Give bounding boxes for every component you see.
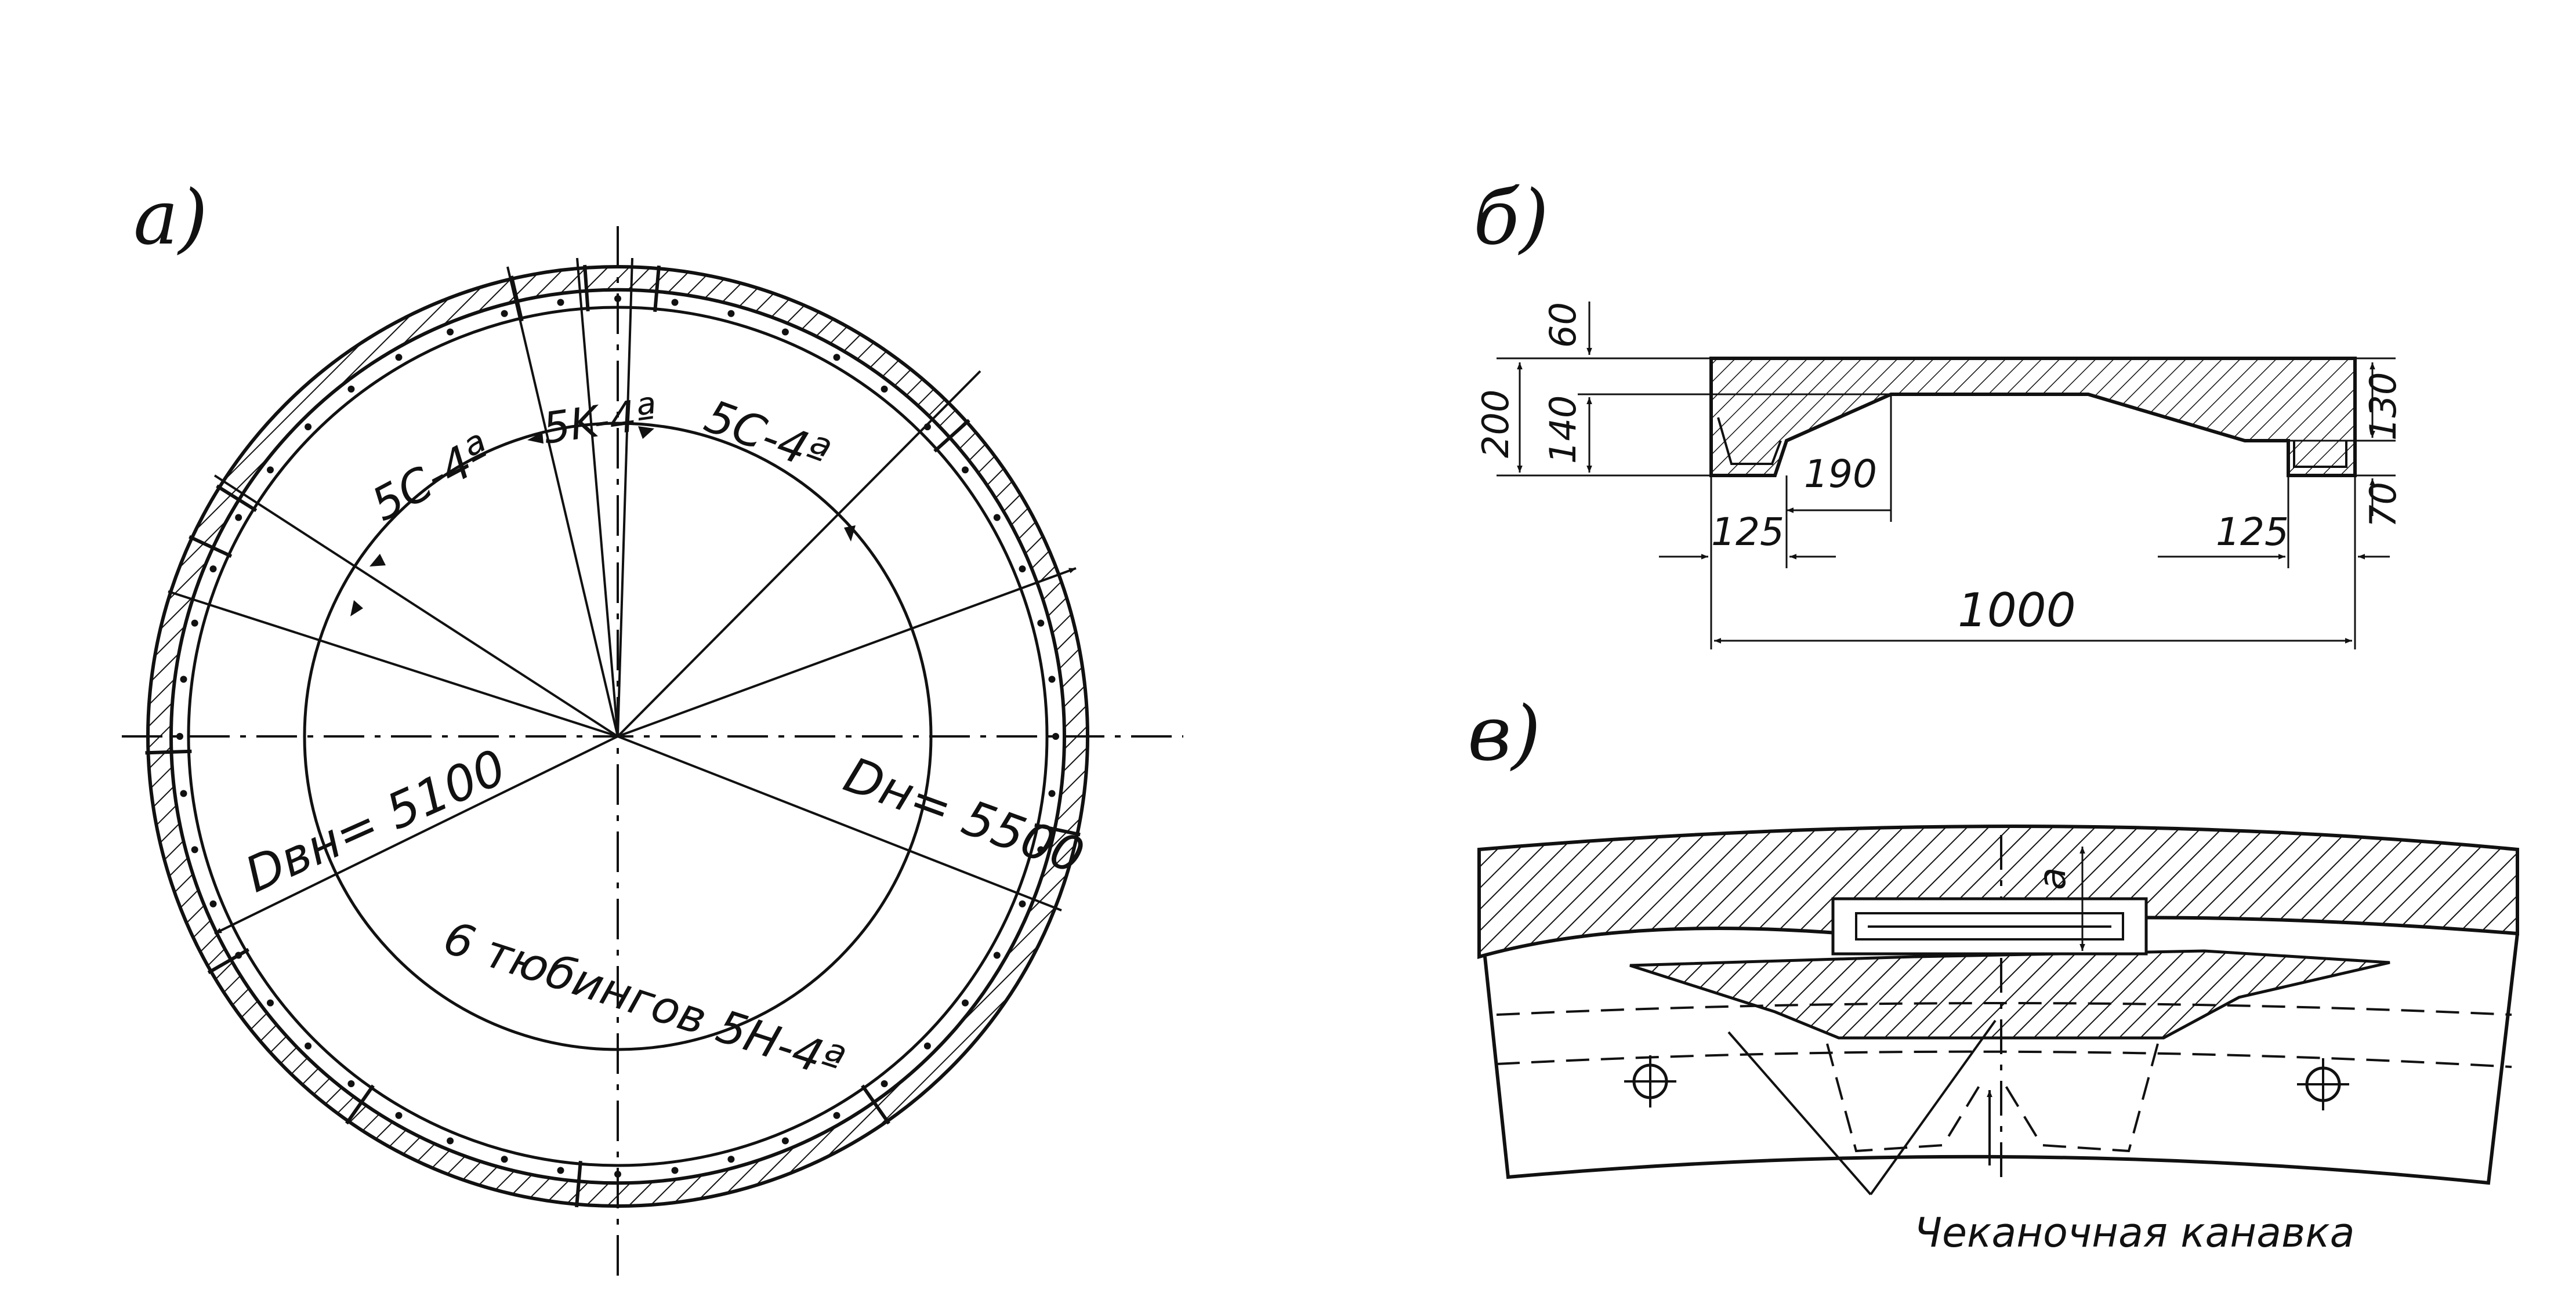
rib-left-detail	[1717, 417, 1782, 465]
caption-leaders	[1727, 1019, 1997, 1196]
ring-bolt-hole	[447, 1137, 454, 1145]
ring-bolt-hole	[267, 999, 274, 1007]
ring-segment-joint	[145, 749, 192, 755]
dim-60: 60	[1542, 302, 1584, 348]
dim-140: 140	[1542, 395, 1584, 464]
ring-bolt-hole	[305, 423, 312, 431]
ring-bolt-hole	[833, 354, 840, 361]
ring-bolt-hole	[923, 1042, 931, 1050]
ring-segment-joint	[207, 947, 249, 975]
ring-bolt-hole	[833, 1112, 840, 1119]
ring-bolt-hole	[1052, 733, 1059, 740]
ring-bolt-hole	[727, 1156, 735, 1163]
ring-bolt-hole	[1037, 619, 1045, 627]
ring-bolt-hole	[267, 466, 274, 474]
segment-arc-circle	[303, 422, 933, 1051]
ring-bolt-hole	[727, 310, 735, 317]
panel-c-label: в)	[1468, 689, 1541, 778]
ring-bolt-hole	[781, 328, 789, 336]
segment-arc-arrows	[350, 426, 856, 616]
ring-bolt-hole	[176, 733, 183, 740]
dim-1000: 1000	[1958, 583, 2076, 637]
panel-b-cross-section: б) 60	[1473, 173, 2404, 649]
ring-bolt-hole	[1048, 790, 1056, 797]
joint-dashed-groove	[1826, 1043, 2159, 1153]
ring-bolt-hole	[781, 1137, 789, 1145]
segment-radial-lines	[168, 257, 1077, 935]
ring-bolt-hole	[993, 514, 1001, 521]
section-dimension-lines	[1497, 302, 2396, 649]
ring-bolt-hole	[501, 1156, 508, 1163]
ring-bolt-hole	[1019, 565, 1026, 573]
segment-label-key: 5K-4ª	[540, 388, 660, 454]
ring-segment-joint	[345, 1084, 375, 1125]
joint-rib-hatched	[1629, 949, 2390, 1040]
panel-a-label: а)	[133, 173, 208, 262]
ring-bolt-hole	[881, 1080, 888, 1087]
ring-bolt-hole	[962, 466, 969, 474]
ring-bolt-hole	[671, 1167, 679, 1174]
rib-right-detail	[2293, 441, 2347, 468]
ring-segment-joint	[1034, 823, 1081, 837]
bolt-hole-right	[2297, 1058, 2349, 1110]
inner-diameter-label: Dвн= 5100	[237, 739, 514, 904]
ring-bolt-hole	[209, 900, 217, 907]
dim-190: 190	[1804, 452, 1877, 496]
ring-bolt-hole	[395, 354, 403, 361]
ring-bolt-hole	[671, 299, 679, 306]
dim-200: 200	[1474, 390, 1517, 458]
ring-segment-joint	[575, 1160, 582, 1208]
ring-bolt-hole	[1019, 900, 1026, 907]
ring-bolt-hole	[347, 1080, 355, 1087]
ring-segment-joint	[583, 264, 590, 312]
panel-a-ring-section: а) 5C-4ª	[122, 173, 1183, 1276]
dim-125-right: 125	[2216, 510, 2289, 554]
ring-bolt-hole	[347, 386, 355, 393]
outer-diameter-label: Dн= 5500	[837, 746, 1091, 885]
ring-bolt-hole	[209, 565, 217, 573]
joint-lower-outline	[1483, 933, 2519, 1185]
ring-bolt-hole	[557, 1167, 564, 1174]
ring-bolt-hole	[180, 790, 187, 797]
ring-bolt-hole	[191, 619, 198, 627]
dim-70: 70	[2362, 482, 2404, 528]
ring-bolt-hole	[305, 1042, 312, 1050]
ring-bolt-hole	[235, 514, 242, 521]
panel-b-label: б)	[1473, 173, 1549, 262]
segment-label-right: 5C-4ª	[698, 390, 835, 482]
ring-bolt-hole	[557, 299, 564, 306]
ring-bolt-hole	[993, 952, 1001, 959]
ring-bolt-hole	[962, 999, 969, 1007]
ring-bolt-hole	[1037, 846, 1045, 854]
joint-dashed-outline	[1496, 1002, 2512, 1068]
ring-bolt-hole	[501, 310, 508, 317]
dim-125-left: 125	[1711, 510, 1784, 554]
ring-bolt-hole	[881, 386, 888, 393]
dim-130: 130	[2362, 372, 2404, 441]
panel-c-joint-detail: в) a Чеканочная канавка	[1468, 689, 2519, 1257]
ring-bolt-hole	[191, 846, 198, 854]
ring-segment-joint	[933, 419, 970, 453]
segment-label-left: 5C-4ª	[364, 426, 500, 532]
ring-segment-joint	[189, 535, 233, 558]
ring-bolt-hole	[395, 1112, 403, 1119]
ring-segment-joint	[509, 275, 524, 322]
segment-profile	[1709, 357, 2357, 477]
ring-segment-joint	[216, 484, 258, 513]
ring-segment-joints	[145, 264, 1081, 1208]
joint-body-hatched	[1477, 825, 2519, 959]
ring-segment-joint	[861, 1084, 890, 1125]
ring-bolt-hole	[1048, 676, 1056, 683]
ring-segment-joint	[653, 265, 661, 313]
ring-bolt-hole	[447, 328, 454, 336]
bolt-hole-left	[1624, 1055, 1676, 1107]
caulking-groove-caption: Чеканочная канавка	[1914, 1209, 2354, 1257]
ring-bolt-hole	[180, 676, 187, 683]
dim-a-label: a	[2031, 867, 2074, 890]
